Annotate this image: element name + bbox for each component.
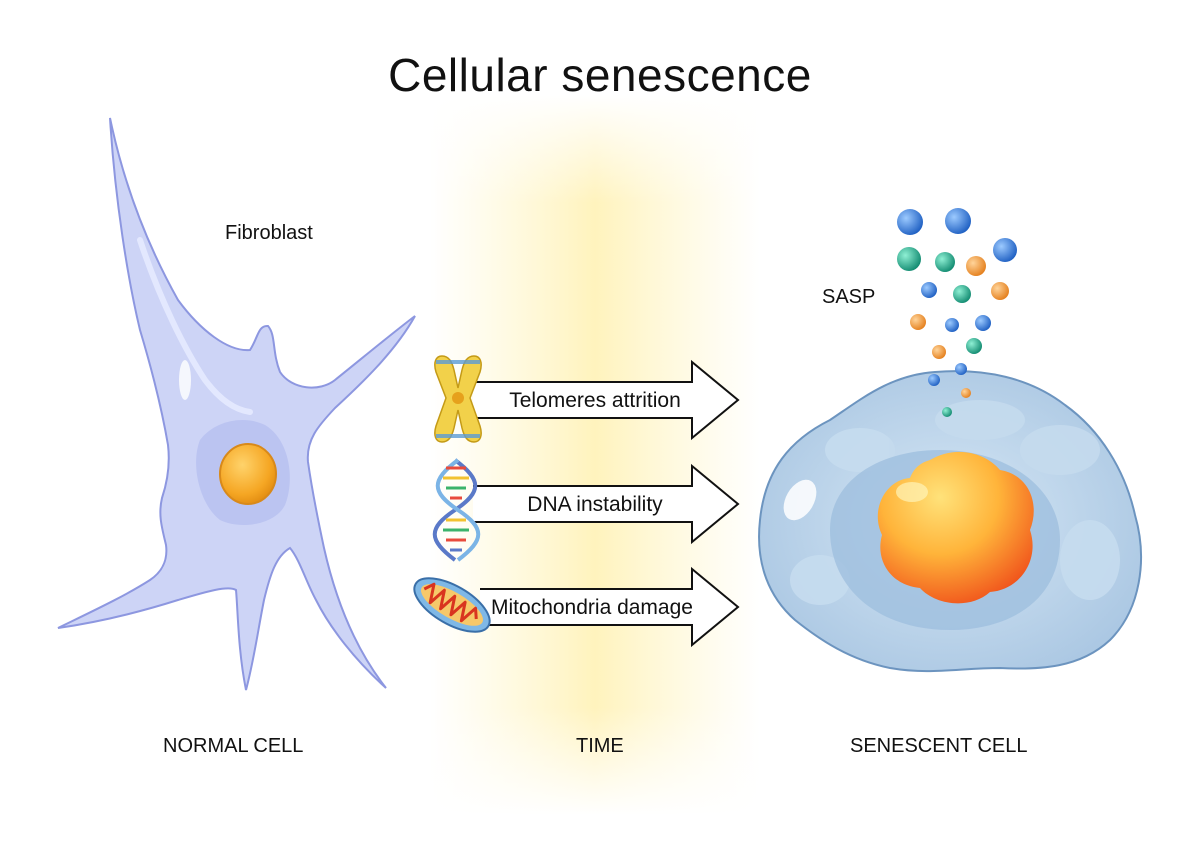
dna-icon bbox=[432, 458, 480, 562]
arrow-telomeres: Telomeres attrition bbox=[473, 359, 740, 441]
mitochondrion-icon bbox=[413, 577, 491, 633]
senescent-cell-label: SENESCENT CELL bbox=[850, 735, 1028, 757]
fibroblast-cell bbox=[57, 117, 416, 691]
senescent-cell bbox=[758, 370, 1142, 673]
arrow-mitochondria: Mitochondria damage bbox=[480, 566, 740, 648]
cause-arrows: Telomeres attrition DNA instability Mito… bbox=[473, 359, 740, 648]
arrow-label-telomeres: Telomeres attrition bbox=[509, 389, 681, 412]
time-label: TIME bbox=[576, 735, 624, 757]
arrow-dna: DNA instability bbox=[473, 463, 740, 545]
chromosome-icon bbox=[434, 355, 482, 443]
sasp-label: SASP bbox=[822, 286, 876, 308]
diagram-title: Cellular senescence bbox=[388, 49, 812, 101]
time-glow bbox=[430, 95, 760, 815]
arrow-label-dna: DNA instability bbox=[527, 493, 663, 516]
normal-cell-label: NORMAL CELL bbox=[163, 735, 304, 757]
fibroblast-nucleus bbox=[219, 443, 277, 505]
sasp-particles bbox=[897, 208, 1017, 417]
arrow-label-mitochondria: Mitochondria damage bbox=[491, 596, 693, 619]
fibroblast-label: Fibroblast bbox=[225, 222, 313, 244]
